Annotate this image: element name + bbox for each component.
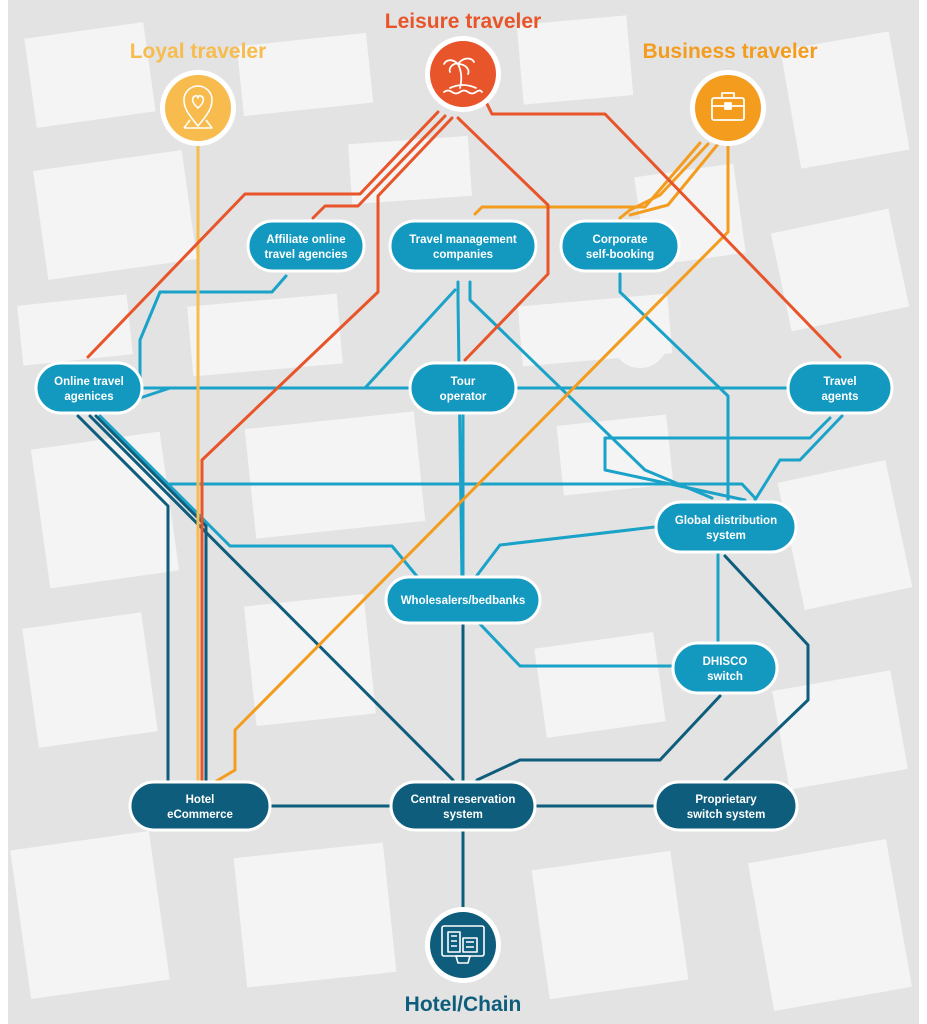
node-travel-agents[interactable]: Travel agents [786,361,894,415]
line-leisure-to-hotel-ecommerce [200,116,454,782]
node-label-line2: system [443,809,483,821]
node-wholesalers[interactable]: Wholesalers/bedbanks [384,575,542,625]
line-dhisco-to-crs [475,694,722,782]
node-ota[interactable]: Online travel agenices [34,361,144,415]
node-label-line1: Tour [451,376,476,388]
node-label-line1: Proprietary [695,794,757,806]
node-label-line1: Central reservation [411,794,516,806]
line-business-to-hotel-ecommerce [213,144,730,784]
persona-business[interactable]: Business traveler [642,40,818,146]
node-pill [654,500,798,554]
node-pill [408,361,518,415]
line-ota-across-to-gds [168,482,757,500]
node-pill [389,780,537,832]
node-label-line1: Affiliate online [266,234,345,246]
business-lines [213,141,730,784]
heart-location-icon [183,85,213,129]
node-pill [34,361,144,415]
business-traveler-title: Business traveler [642,40,817,63]
hotel-chain-title: Hotel/Chain [405,993,522,1016]
line-ota-to-crs [88,414,455,782]
node-label-line1: Global distribution [675,515,777,527]
node-label-line2: switch [707,671,743,683]
line-leisure-to-travel-agents [484,100,842,359]
node-pill [128,780,272,832]
node-dhisco[interactable]: DHISCO switch [671,641,779,695]
light-blue-lines [98,272,844,668]
leisure-lines [86,100,842,782]
node-label-line2: agenices [64,391,113,403]
node-pill [388,219,538,273]
line-leisure-to-tour [456,116,550,362]
persona-leisure[interactable]: Leisure traveler [385,10,541,112]
node-label-line1: Travel management [409,234,517,246]
node-pill [653,780,799,832]
node-label-line1: Travel [823,376,856,388]
node-gds[interactable]: Global distribution system [654,500,798,554]
node-label-line2: companies [433,249,493,261]
node-affiliate-ota[interactable]: Affiliate online travel agencies [246,219,366,273]
line-ota-to-hotel-ecommerce-b [94,414,208,787]
briefcase-icon [711,92,745,121]
node-label-line2: travel agencies [264,249,347,261]
node-crs[interactable]: Central reservation system [389,780,537,832]
hotel-chain-marker[interactable]: Hotel/Chain [405,907,522,1016]
line-leisure-to-ota [86,110,440,359]
node-label-line1: Online travel [54,376,124,388]
hotel-building-monitor-icon [441,925,485,964]
line-ota-to-wholesalers [98,414,422,582]
node-proprietary[interactable]: Proprietary switch system [653,780,799,832]
node-label-line1: DHISCO [703,656,748,668]
node-label-line2: system [706,530,746,542]
node-label-line2: self-booking [586,249,654,261]
line-business-to-corporate-b [628,142,720,217]
node-label-line2: operator [440,391,487,403]
line-gds-to-wholesalers [473,518,717,580]
node-hotel-ecommerce[interactable]: Hotel eCommerce [128,780,272,832]
node-corporate[interactable]: Corporate self-booking [559,219,681,273]
line-travel-agents-to-gds-a [603,416,832,502]
nodes-layer: Affiliate online travel agencies Travel ma… [34,219,894,832]
line-travel-agents-to-gds-b [753,414,844,502]
node-label-line2: switch system [687,809,766,821]
leisure-traveler-title: Leisure traveler [385,10,541,33]
line-wholesalers-to-dhisco [478,622,678,668]
line-leisure-to-affiliate [311,114,447,220]
node-label-line1: Wholesalers/bedbanks [401,595,526,607]
node-pill [671,641,779,695]
persona-loyal[interactable]: Loyal traveler [130,40,267,146]
node-label-line1: Hotel [186,794,215,806]
line-business-to-corporate-a [618,142,710,220]
line-proprietary-to-gds [723,554,810,782]
node-pill [559,219,681,273]
palm-island-icon [443,57,483,95]
loyal-traveler-title: Loyal traveler [130,40,267,63]
line-ota-to-affiliate [138,274,288,382]
node-label-line1: Corporate [593,234,648,246]
node-pill [246,219,366,273]
node-label-line2: eCommerce [167,809,233,821]
line-corporate-to-gds [618,272,730,508]
node-tour[interactable]: Tour operator [408,361,518,415]
node-label-line2: agents [821,391,858,403]
node-pill [384,575,542,625]
node-pill [786,361,894,415]
node-tmc[interactable]: Travel management companies [388,219,538,273]
line-ota-to-tmc [138,288,457,400]
line-tmc-to-wholesalers [456,280,464,582]
line-business-to-tmc [473,141,702,216]
